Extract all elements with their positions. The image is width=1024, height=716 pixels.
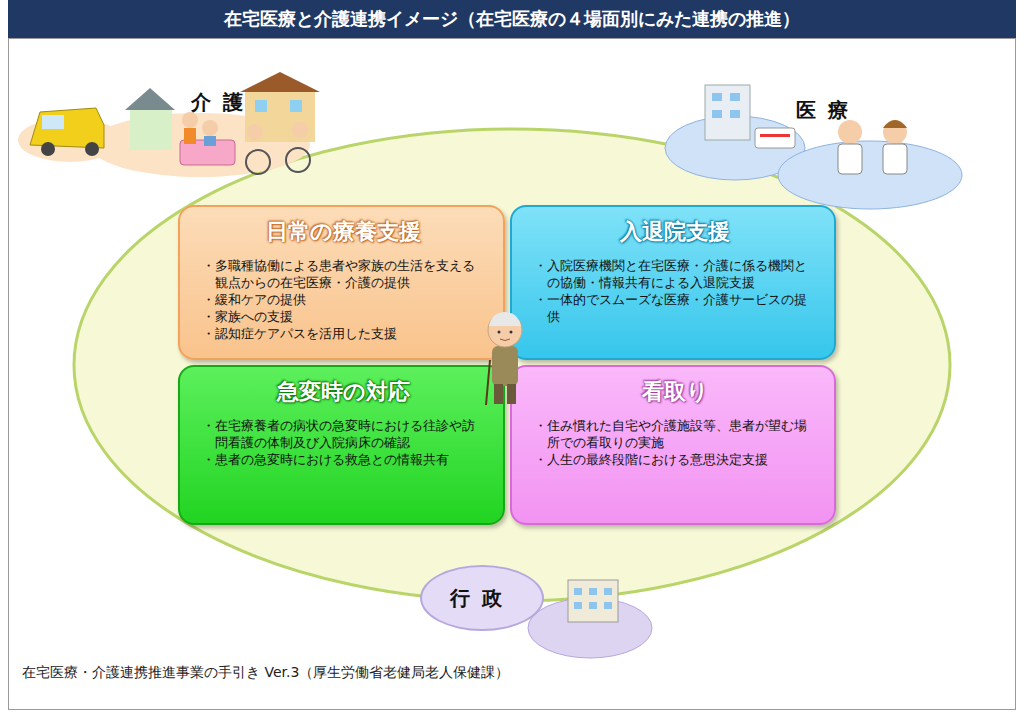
area-label: 行政 [450,585,514,612]
bullet-item: ・入院医療機関と在宅医療・介護に係る機関との協働・情報共有による入退院支援 [534,257,816,291]
bullet-item: ・住み慣れた自宅や介護施設等、患者が望む場所での看取りの実施 [534,417,816,451]
bullet-item: ・家族への支援 [202,308,485,325]
phase-box: 看取り・住み慣れた自宅や介護施設等、患者が望む場所での看取りの実施・人生の最終段… [510,365,836,525]
bullet-item: ・在宅療養者の病状の急変時における往診や訪問看護の体制及び入院病床の確認 [202,417,485,451]
bullet-item: ・多職種協働による患者や家族の生活を支える観点からの在宅医療・介護の提供 [202,257,485,291]
medical-label: 医療 [778,90,878,131]
box-heading: 日常の療養支援 [202,217,485,247]
phase-box: 急変時の対応・在宅療養者の病状の急変時における往診や訪問看護の体制及び入院病床の… [178,365,505,525]
bullet-item: ・患者の急変時における救急との情報共有 [202,451,485,468]
box-heading: 看取り [534,377,816,407]
title: 在宅医療と介護連携イメージ（在宅医療の４場面別にみた連携の推進） [8,0,1016,38]
bullet-item: ・一体的でスムーズな医療・介護サービスの提供 [534,291,816,325]
bullet-item: ・認知症ケアパスを活用した支援 [202,325,485,342]
bullet-item: ・人生の最終段階における意思決定支援 [534,451,816,468]
phase-box: 日常の療養支援・多職種協働による患者や家族の生活を支える観点からの在宅医療・介護… [178,205,505,360]
caption: 在宅医療・介護連携推進事業の手引き Ver.3（厚生労働省老健局老人保健課） [22,664,509,682]
phase-box: 入退院支援・入院医療機関と在宅医療・介護に係る機関との協働・情報共有による入退院… [510,205,836,360]
area-label: 介護 [191,89,255,116]
area-label: 医療 [796,97,860,124]
box-heading: 急変時の対応 [202,377,485,407]
admin-ellipse: 行政 [420,565,544,631]
bullet-item: ・緩和ケアの提供 [202,291,485,308]
box-heading: 入退院支援 [534,217,816,247]
care-label: 介護 [168,82,278,123]
